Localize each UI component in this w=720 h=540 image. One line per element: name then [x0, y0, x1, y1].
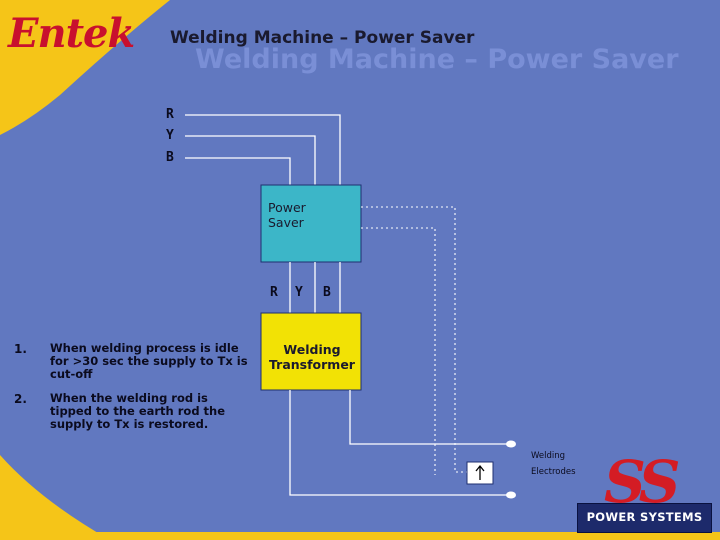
- electrodes-label-line2: Electrodes: [531, 467, 576, 477]
- note-1-number: 1.: [14, 342, 27, 356]
- supply-phase-y-label: Y: [166, 128, 174, 143]
- output-lines: [289, 262, 341, 313]
- page-title-echo: Welding Machine – Power Saver: [195, 44, 679, 75]
- output-phase-b-label: B: [323, 285, 331, 300]
- secondary-line-bottom: [289, 390, 507, 496]
- electrode-terminal-bottom: [506, 491, 516, 499]
- electrode-terminal-top: [506, 440, 516, 448]
- power-saver-box: [260, 184, 362, 263]
- bottom-strip: [0, 532, 720, 540]
- sensor-arrow-icon: [475, 464, 485, 480]
- sensing-lines: [361, 206, 467, 475]
- supply-phase-r-label: R: [166, 107, 174, 122]
- electrodes-label-line1: Welding: [531, 451, 566, 461]
- supply-line-y: [185, 135, 316, 185]
- power-systems-badge: POWER SYSTEMS: [577, 503, 712, 533]
- secondary-line-top: [349, 390, 507, 445]
- power-saver-label: Power Saver: [268, 200, 306, 230]
- entek-logo: Entek: [8, 10, 135, 57]
- welding-transformer-box: [260, 312, 362, 391]
- top-left-accent-shape: [0, 0, 170, 135]
- welding-transformer-label: Welding Transformer: [269, 342, 355, 372]
- sensing-line-inner: [361, 227, 436, 475]
- output-phase-y-label: Y: [295, 285, 303, 300]
- bottom-left-accent-shape: [0, 455, 110, 540]
- note-2-text: When the welding rod is tipped to the ea…: [50, 391, 226, 431]
- sensing-line-outer: [361, 206, 467, 473]
- supply-line-b: [185, 157, 291, 185]
- supply-phase-b-label: B: [166, 150, 174, 165]
- page-title: Welding Machine – Power Saver: [170, 28, 475, 48]
- supply-lines: [185, 114, 341, 185]
- output-phase-r-label: R: [270, 285, 278, 300]
- power-systems-label: POWER SYSTEMS: [586, 510, 703, 524]
- supply-line-r: [185, 114, 341, 185]
- note-2-number: 2.: [14, 392, 27, 406]
- note-1-text: When welding process is idle for >30 sec…: [50, 341, 248, 381]
